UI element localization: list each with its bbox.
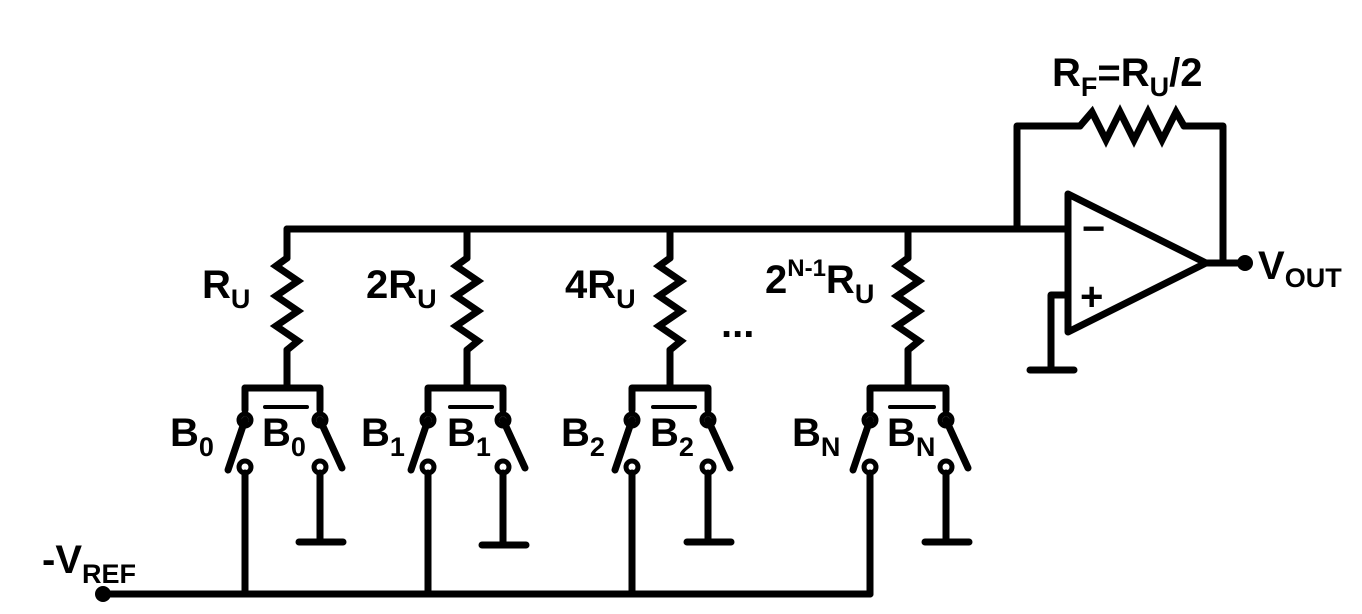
output-label: VOUT	[1258, 244, 1342, 293]
branch2-switch-b-blade	[704, 416, 734, 472]
branch0-switch-bar	[241, 384, 324, 414]
branchN-switch-b-blade	[942, 416, 972, 472]
branch2-switch-a-blade	[611, 416, 636, 474]
branch2-resistor	[652, 254, 688, 354]
feedback-right-wire	[1180, 122, 1227, 267]
ellipsis-label: ...	[721, 302, 754, 346]
branchN-bit-label: BN	[792, 411, 840, 462]
branch0-resistor	[269, 254, 305, 354]
branch2-bit-label: B2	[561, 411, 605, 462]
branchN-resistor	[890, 254, 926, 354]
branch1-resistor	[449, 254, 485, 354]
noninverting-ground-wire	[1047, 291, 1072, 374]
branch1-switch-bar	[424, 384, 507, 414]
branchN-bitbar-label: BN	[887, 411, 935, 462]
branchN-resistor-label: 2N-1RU	[765, 255, 874, 309]
branch0-resistor-label: RU	[202, 263, 250, 314]
branch2-switch-bar	[628, 384, 712, 414]
branch1-switch-b-blade	[499, 416, 529, 472]
feedback-resistor	[1076, 104, 1188, 148]
opamp-minus-sign: −	[1082, 207, 1105, 251]
branch1-resistor-label: 2RU	[366, 263, 437, 314]
branch0-bit-label: B0	[170, 411, 214, 462]
feedback-resistor-label: RF=RU/2	[1052, 51, 1203, 102]
branchN-switch-a-blade	[849, 416, 874, 474]
branch1-bitbar-label: B1	[447, 411, 491, 462]
branch0-switch-b-blade	[316, 416, 346, 472]
reference-terminal	[95, 586, 111, 602]
branch2-bitbar-label: B2	[650, 411, 694, 462]
opamp-triangle	[1064, 190, 1210, 336]
branch0-bitbar-label: B0	[262, 411, 306, 462]
output-terminal	[1237, 255, 1253, 271]
branch0-switch-a-blade	[224, 416, 249, 474]
opamp-plus-sign: +	[1080, 275, 1103, 319]
reference-label: -VREF	[42, 538, 136, 589]
branch1-bit-label: B1	[361, 411, 405, 462]
branchN-switch-bar	[866, 384, 950, 414]
branch1-switch-a-blade	[407, 416, 432, 474]
branch2-resistor-label: 4RU	[565, 263, 636, 314]
feedback-left-wire	[1013, 122, 1084, 233]
